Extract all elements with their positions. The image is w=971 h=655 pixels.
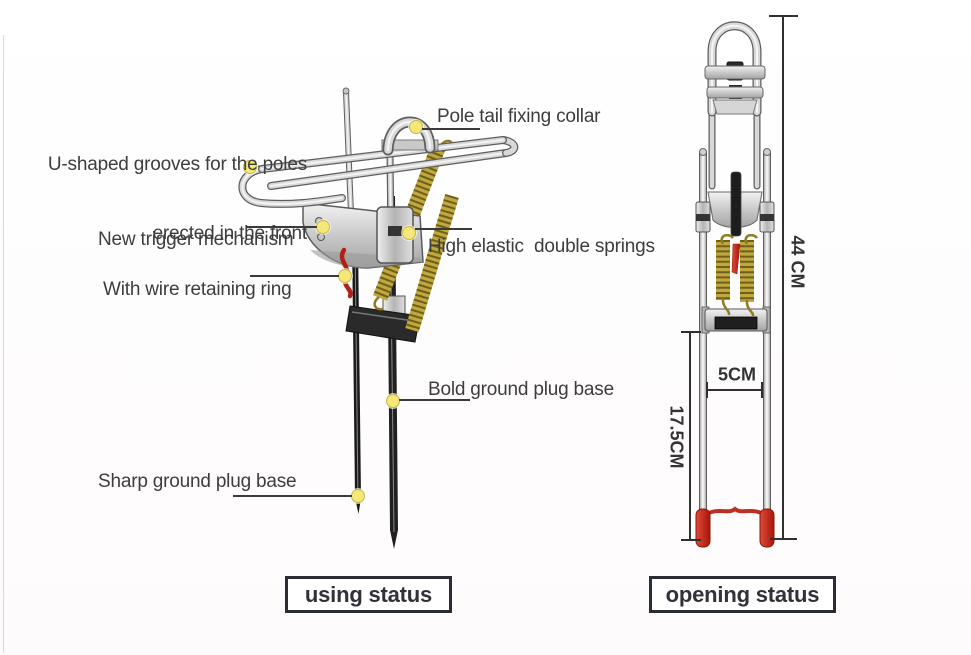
red-ground-tips <box>695 506 775 548</box>
caption-opening-status-text: opening status <box>665 581 820 607</box>
left-edge-line <box>3 35 4 653</box>
rail-clamps <box>695 201 775 233</box>
leader-bold-base <box>399 399 470 401</box>
marker-dot-u-grooves <box>243 160 257 174</box>
leader-wire-ring <box>250 275 339 277</box>
leader-trigger <box>246 226 317 228</box>
pole-tail-collar-arch <box>381 122 439 150</box>
leader-pole-tail <box>422 128 480 130</box>
dim-175cm-tick-bottom <box>681 539 701 541</box>
marker-dot-trigger <box>316 220 330 234</box>
dim-44cm-line <box>782 16 784 540</box>
marker-dot-wire-ring <box>338 269 352 283</box>
label-wire-ring: With wire retaining ring <box>103 279 292 300</box>
label-trigger: New trigger mechanism <box>98 229 294 250</box>
leader-sharp-base <box>233 495 352 497</box>
marker-dot-sharp-base <box>351 489 365 503</box>
dim-5cm-line <box>707 389 763 391</box>
outer-rails <box>699 148 771 513</box>
leader-springs <box>415 228 472 230</box>
bottom-clamp-bar <box>701 306 771 334</box>
collar-bands <box>704 61 766 115</box>
label-u-shaped-grooves-line2: erected in the front <box>152 223 308 244</box>
marker-dot-bold-base <box>386 394 400 408</box>
lower-clamp <box>345 295 421 343</box>
vertical-springs <box>716 233 758 317</box>
opening-status-figure <box>695 26 775 548</box>
label-pole-tail: Pole tail fixing collar <box>437 106 601 127</box>
caption-using-status-text: using status <box>304 581 433 607</box>
mid-mechanism <box>707 171 763 237</box>
marker-dot-springs <box>402 226 416 240</box>
dim-175cm-text: 17.5CM <box>666 405 687 469</box>
dim-175cm-tick-top <box>681 331 701 333</box>
ground-spike-left <box>352 238 361 514</box>
dim-44cm-tick-bottom <box>770 538 797 540</box>
label-u-shaped-grooves: U-shaped grooves for the poles erected i… <box>40 107 307 291</box>
label-springs: High elastic double springs <box>428 236 655 257</box>
dim-5cm-text: 5CM <box>717 364 757 385</box>
label-sharp-base: Sharp ground plug base <box>98 471 297 492</box>
caption-using-status: using status <box>285 576 452 613</box>
using-status-figure <box>242 87 514 549</box>
marker-dot-pole-tail <box>409 120 423 134</box>
dim-175cm-line <box>689 332 691 541</box>
label-bold-base: Bold ground plug base <box>428 379 614 400</box>
dim-5cm-tick-right <box>761 382 763 398</box>
caption-opening-status: opening status <box>649 576 836 613</box>
top-mast <box>342 87 352 238</box>
label-u-shaped-grooves-line1: U-shaped grooves for the poles <box>47 154 307 175</box>
dim-44cm-text: 44 CM <box>787 235 808 289</box>
